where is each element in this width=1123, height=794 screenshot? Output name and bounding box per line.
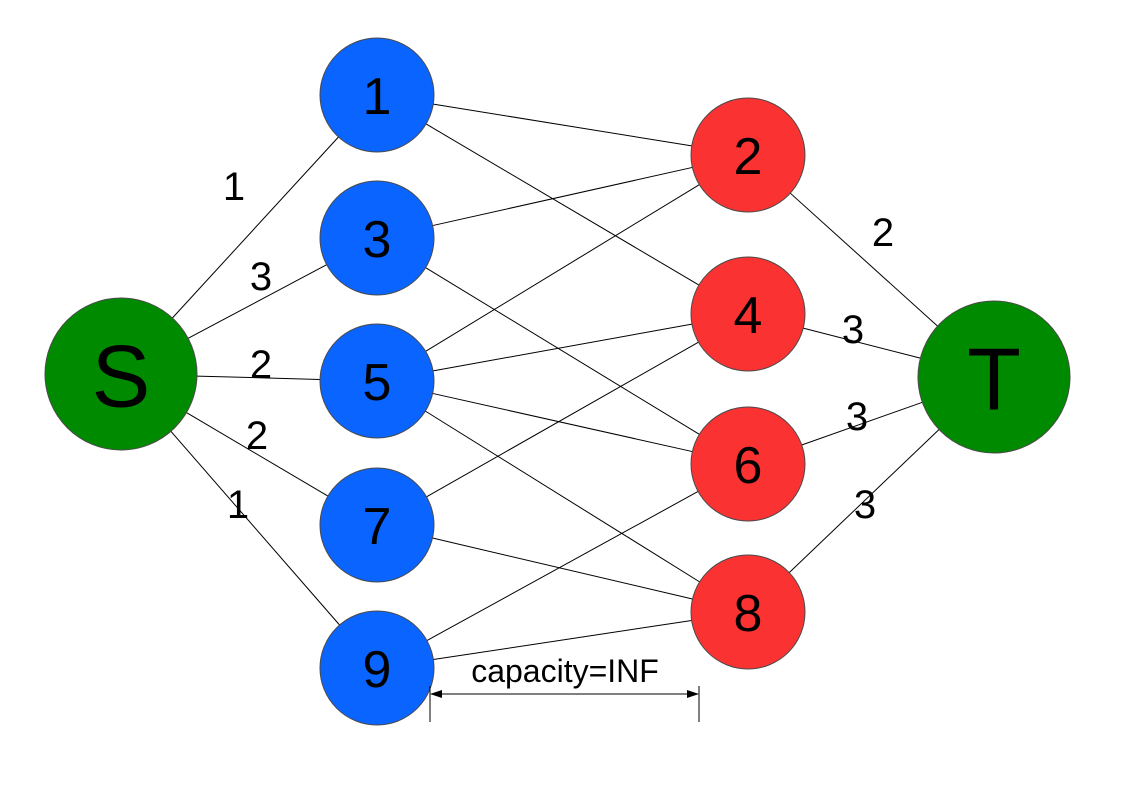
edge-5-2	[425, 184, 700, 352]
infinite-capacity-annotation: capacity=INF	[429, 653, 700, 722]
node-1-label: 1	[363, 68, 392, 126]
node-6-label: 6	[734, 437, 763, 495]
node-T: T	[917, 300, 1071, 454]
node-S-label: S	[92, 327, 151, 426]
node-8-circle	[690, 554, 806, 670]
edge-5-4	[433, 323, 692, 372]
edge-8-T	[788, 429, 940, 573]
capacity-labels-layer: 1 3 2 2 1 2 3 3 3	[223, 165, 894, 527]
capacity-label-4-T: 3	[842, 308, 864, 352]
edges-layer	[170, 103, 940, 660]
node-3: 3	[319, 180, 435, 296]
capacity-label-8-T: 3	[854, 483, 876, 527]
edge-7-8	[432, 537, 693, 600]
node-3-label: 3	[363, 211, 392, 269]
nodes-layer: 1 2 3 4 5 6 7 8 9 S T	[44, 37, 1071, 726]
capacity-label-S-7: 2	[246, 414, 268, 458]
node-5: 5	[319, 323, 435, 439]
node-2-circle	[690, 97, 806, 213]
node-4: 4	[690, 256, 806, 372]
node-7-label: 7	[363, 498, 392, 556]
node-8: 8	[690, 554, 806, 670]
node-1-circle	[319, 37, 435, 153]
node-5-label: 5	[363, 354, 392, 412]
capacity-label-S-1: 1	[223, 165, 245, 209]
node-4-label: 4	[734, 287, 763, 345]
edge-1-4	[425, 123, 700, 286]
node-T-circle	[917, 300, 1071, 454]
edge-1-2	[433, 103, 692, 147]
edge-6-T	[801, 401, 923, 446]
edge-S-3	[187, 264, 327, 339]
node-7: 7	[319, 467, 435, 583]
node-3-circle	[319, 180, 435, 296]
edge-S-7	[186, 412, 329, 497]
annotation-label: capacity=INF	[471, 653, 659, 689]
node-S-circle	[44, 297, 198, 451]
node-2: 2	[690, 97, 806, 213]
edge-3-6	[425, 267, 700, 435]
edge-S-5	[196, 375, 321, 380]
edge-3-2	[432, 166, 693, 227]
capacity-label-6-T: 3	[846, 395, 868, 439]
edge-5-6	[432, 392, 693, 453]
capacity-label-S-9: 1	[227, 483, 249, 527]
node-S: S	[44, 297, 198, 451]
edge-4-T	[803, 327, 921, 359]
node-9-label: 9	[363, 641, 392, 699]
capacity-label-S-3: 3	[250, 255, 272, 299]
node-2-label: 2	[734, 128, 763, 186]
node-9: 9	[319, 610, 435, 726]
edge-2-T	[789, 192, 938, 327]
edge-S-1	[172, 136, 339, 319]
capacity-label-2-T: 2	[872, 211, 894, 255]
edge-9-6	[426, 491, 699, 641]
node-1: 1	[319, 37, 435, 153]
edge-9-8	[433, 620, 692, 660]
node-9-circle	[319, 610, 435, 726]
node-8-label: 8	[734, 585, 763, 643]
node-5-circle	[319, 323, 435, 439]
capacity-label-S-5: 2	[250, 343, 272, 387]
edge-7-4	[426, 341, 699, 498]
node-T-label: T	[967, 330, 1021, 429]
edge-5-8	[425, 410, 700, 583]
node-4-circle	[690, 256, 806, 372]
node-7-circle	[319, 467, 435, 583]
node-6: 6	[690, 406, 806, 522]
node-6-circle	[690, 406, 806, 522]
edge-S-9	[170, 430, 340, 626]
